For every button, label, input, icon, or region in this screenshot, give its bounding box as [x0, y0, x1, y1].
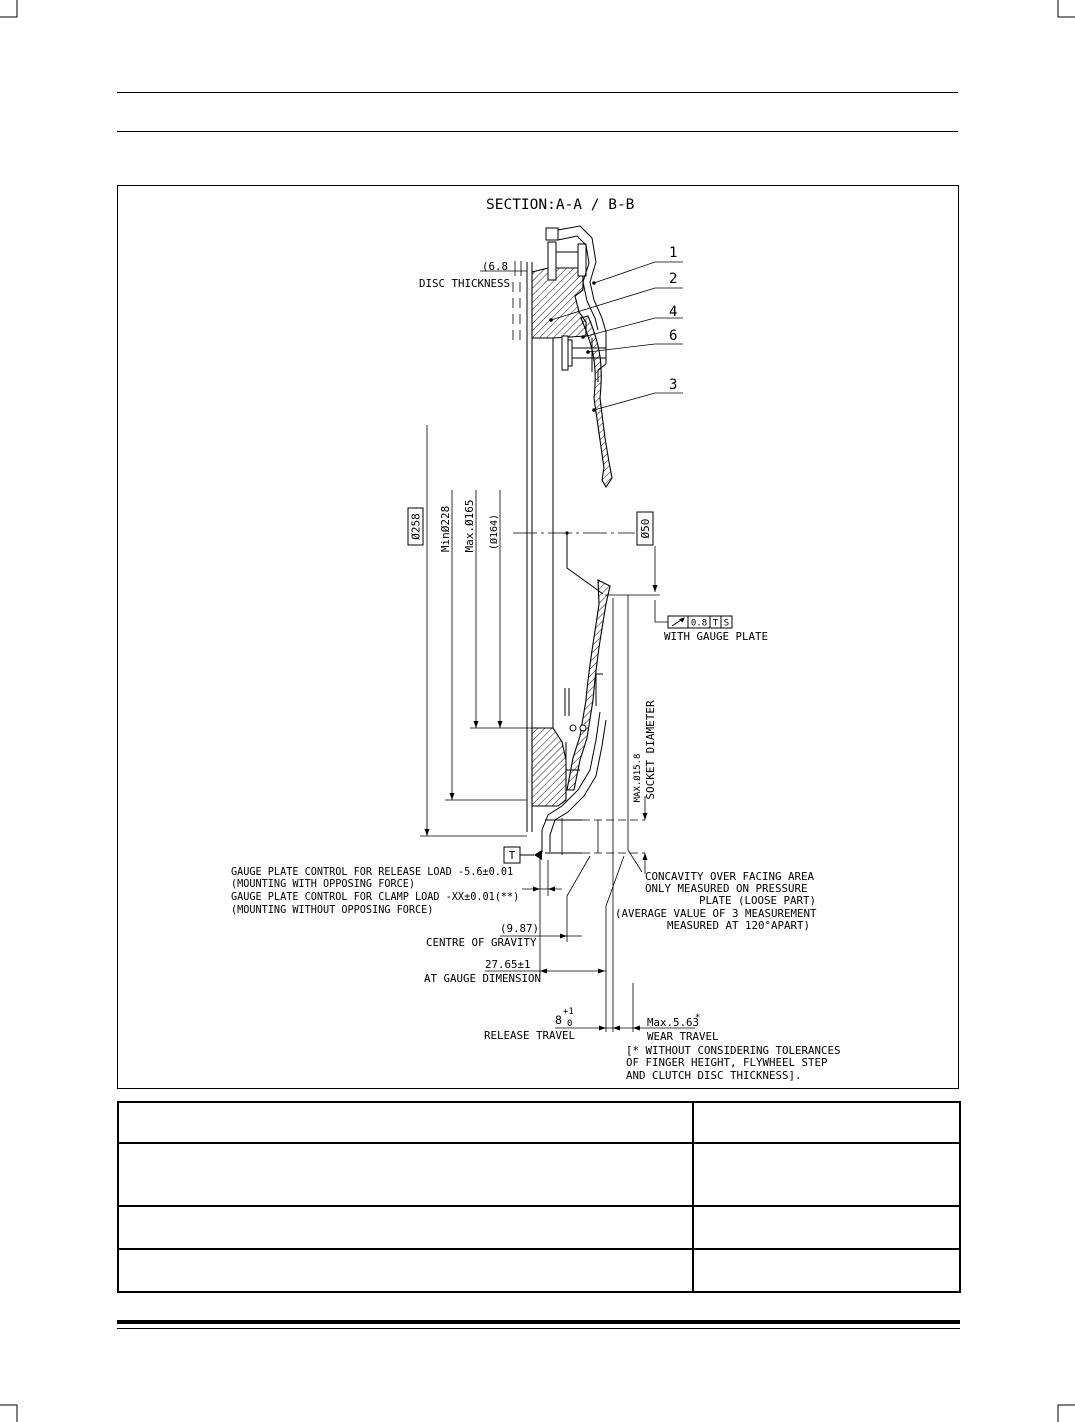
reference-line-gauge	[605, 855, 625, 1032]
diaphragm-spring-lower	[566, 579, 611, 791]
bolt-shank	[555, 251, 579, 269]
concavity-note-line: PLATE (LOOSE PART)	[699, 894, 816, 907]
rivet-lower-right	[579, 724, 587, 732]
disc-thickness-value: (6.8	[482, 260, 508, 273]
wear-travel-label: WEAR TRAVEL	[647, 1030, 719, 1043]
rivet-lower-left	[569, 724, 577, 732]
gauge-dimension: 27.65±1 AT GAUGE DIMENSION	[424, 958, 606, 985]
cover-lower-outer	[541, 711, 601, 852]
runout-tolerance-frame: 0.8 T S	[667, 615, 733, 629]
pressure-plate-lower-section	[531, 727, 567, 807]
callout-2: 2	[549, 271, 683, 322]
callout-1: 1	[592, 245, 683, 285]
rivet-lower-lines	[564, 673, 603, 771]
technical-drawing: SECTION:A-A / B-B (6.8 DISC THICKNESS 1 …	[231, 197, 841, 1082]
callout-4: 4	[581, 304, 683, 339]
gauge-note-line: GAUGE PLATE CONTROL FOR RELEASE LOAD -5.…	[231, 867, 513, 878]
callout-number: 4	[669, 304, 677, 320]
callout-3: 3	[592, 377, 683, 412]
release-travel-dimension: 8 +1 0 RELEASE TRAVEL	[484, 1007, 613, 1042]
release-travel-upper-tol: +1	[563, 1007, 574, 1017]
cog-label: CENTRE OF GRAVITY	[426, 936, 537, 949]
runout-note: WITH GAUGE PLATE	[664, 630, 768, 643]
gauge-extension-lines	[539, 858, 549, 976]
crop-mark-bottom-right	[1057, 1404, 1075, 1422]
socket-label: SOCKET DIAMETER	[644, 700, 657, 800]
callout-number: 6	[669, 328, 677, 344]
rivet-upper-head	[567, 339, 573, 367]
socket-dimension: MAX.Ø15.8 SOCKET DIAMETER	[632, 700, 657, 874]
footnote-line: OF FINGER HEIGHT, FLYWHEEL STEP	[626, 1056, 828, 1069]
dimension-d164-text: (Ø164)	[488, 514, 500, 550]
release-travel-lower-tol: 0	[567, 1019, 572, 1029]
dimension-d228: MinØ228	[439, 490, 527, 801]
socket-bracket	[561, 818, 599, 855]
concavity-note-line: ONLY MEASURED ON PRESSURE	[645, 882, 808, 895]
concavity-leader	[627, 595, 643, 873]
dimension-d228-text: MinØ228	[439, 506, 452, 552]
callout-number: 2	[669, 271, 677, 287]
crop-mark-top-left	[0, 0, 18, 18]
gauge-dimension-label: AT GAUGE DIMENSION	[424, 972, 541, 985]
runout-modifier: S	[724, 619, 729, 629]
concavity-note-line: CONCAVITY OVER FACING AREA	[645, 870, 815, 883]
footnote-line: AND CLUTCH DISC THICKNESS].	[626, 1069, 802, 1082]
datum-label: T	[509, 849, 516, 862]
wear-travel-dimension: Max.5.63 * WEAR TRAVEL	[613, 1013, 719, 1043]
cover-outer-contour	[557, 225, 607, 382]
rivet-upper-body	[561, 335, 569, 371]
dimension-d258-text: Ø258	[410, 513, 423, 540]
dimension-d165: Max.Ø165	[463, 490, 553, 729]
datum-triangle	[534, 850, 542, 860]
diaphragm-spring-upper	[580, 315, 613, 489]
socket-value: MAX.Ø15.8	[632, 754, 643, 803]
centre-of-gravity-dimension: (9.87) CENTRE OF GRAVITY	[426, 922, 582, 949]
drawing-frame	[117, 185, 959, 1089]
cover-lower-inner	[549, 719, 607, 852]
bolt-head-right	[577, 243, 587, 277]
gauge-note-line: (MOUNTING WITHOUT OPPOSING FORCE)	[231, 905, 433, 916]
datum-t: T	[503, 846, 542, 864]
release-travel-value: 8	[555, 1013, 562, 1027]
tolerance-footnote: [* WITHOUT CONSIDERING TOLERANCES OF FIN…	[626, 1044, 841, 1082]
bolt-head-left	[547, 241, 557, 281]
cog-value: (9.87)	[500, 922, 539, 935]
dimension-d164: (Ø164)	[488, 490, 503, 728]
reference-line-cog	[566, 855, 591, 942]
concavity-notes: CONCAVITY OVER FACING AREA ONLY MEASURED…	[615, 870, 817, 932]
footnote-line: [* WITHOUT CONSIDERING TOLERANCES	[626, 1044, 841, 1057]
callout-6: 6	[586, 328, 683, 354]
release-travel-label: RELEASE TRAVEL	[484, 1029, 575, 1042]
cover-cap	[545, 227, 559, 241]
wear-travel-mark: *	[695, 1013, 700, 1023]
gauge-notes: GAUGE PLATE CONTROL FOR RELEASE LOAD -5.…	[231, 867, 562, 916]
cover-inner-contour	[557, 235, 599, 331]
dimension-d50-text: Ø50	[639, 519, 652, 539]
runout-datum: T	[713, 619, 719, 629]
gauge-note-line: (MOUNTING WITH OPPOSING FORCE)	[231, 879, 415, 890]
concavity-note-line: MEASURED AT 120°APART)	[667, 919, 810, 932]
gauge-note-line: GAUGE PLATE CONTROL FOR CLAMP LOAD -XX±0…	[231, 892, 519, 903]
crop-mark-top-right	[1057, 0, 1075, 18]
disc-thickness-label: DISC THICKNESS	[419, 277, 510, 290]
callout-number: 1	[669, 245, 677, 261]
disc-thickness-extension-lines	[480, 261, 527, 340]
dimension-d50: Ø50	[636, 511, 668, 623]
spec-table-border	[117, 1101, 961, 1293]
callout-number: 3	[669, 377, 677, 393]
section-title: SECTION:A-A / B-B	[486, 197, 635, 213]
rivet-upper-lines	[572, 338, 606, 372]
runout-tolerance-value: 0.8	[691, 619, 707, 629]
dimension-d258: Ø258	[407, 425, 527, 837]
gauge-dimension-value: 27.65±1	[485, 958, 531, 971]
spec-table	[117, 1101, 961, 1293]
concavity-note-line: (AVERAGE VALUE OF 3 MEASUREMENT	[615, 907, 817, 920]
crop-mark-bottom-left	[0, 1404, 18, 1422]
diaphragm-inner-contour	[566, 533, 604, 595]
wear-travel-value: Max.5.63	[647, 1016, 699, 1029]
dimension-d165-text: Max.Ø165	[463, 500, 476, 553]
